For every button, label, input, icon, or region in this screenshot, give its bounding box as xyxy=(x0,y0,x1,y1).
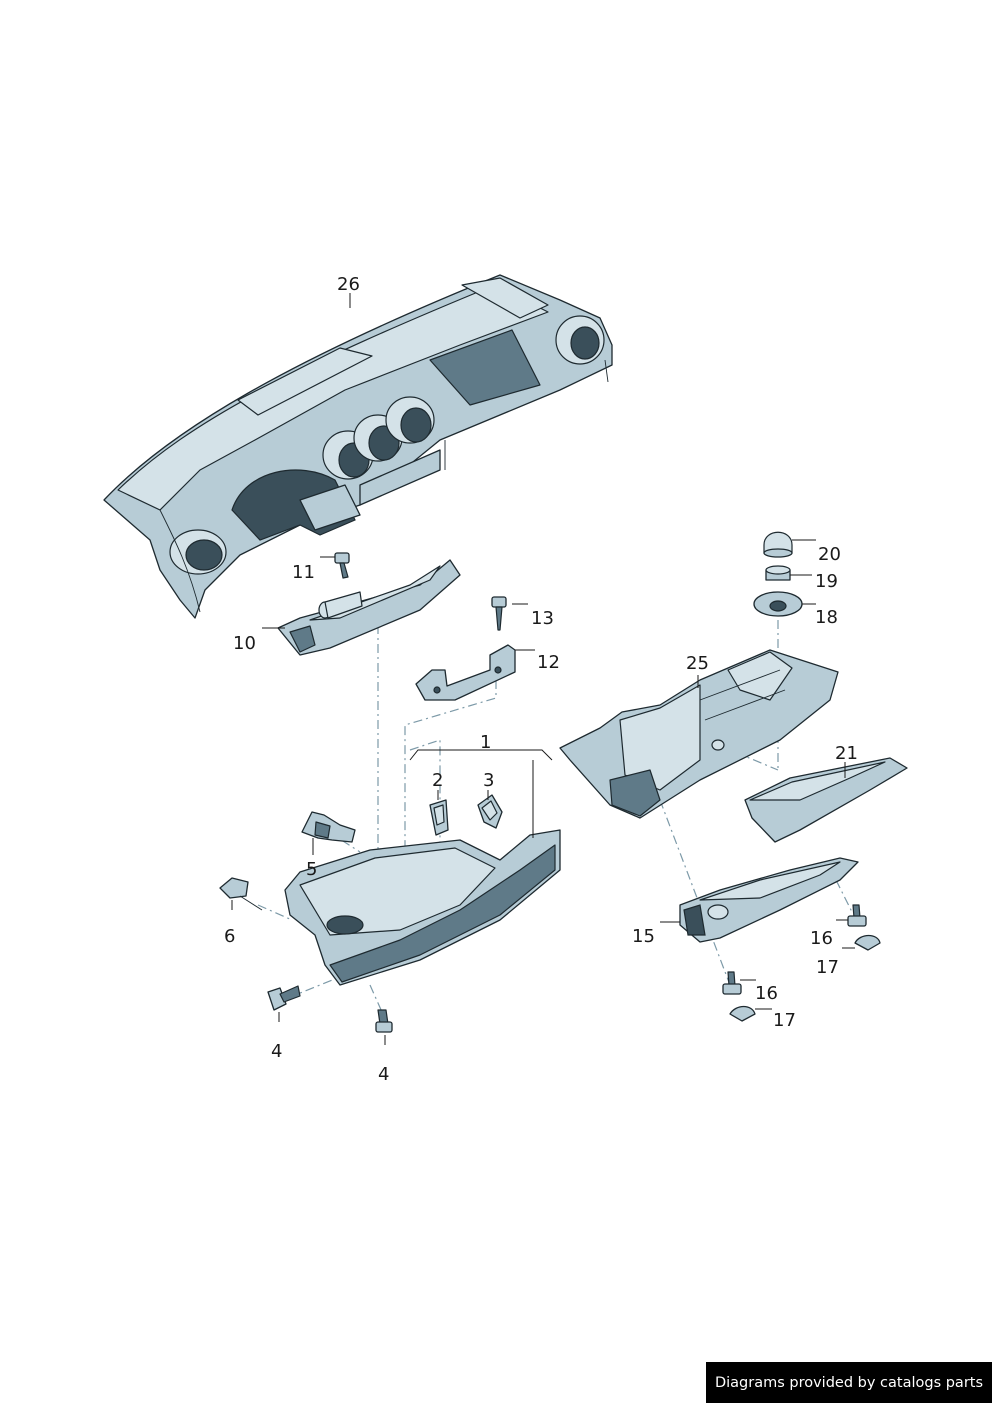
callout-15: 15 xyxy=(632,926,655,947)
callout-20: 20 xyxy=(818,544,841,565)
callout-1: 1 xyxy=(480,732,491,753)
dashboard-panel xyxy=(103,274,613,619)
damper-part-6 xyxy=(219,877,263,911)
glovebox-lid-part-1 xyxy=(284,829,561,986)
nut-part-19 xyxy=(765,565,791,581)
callout-2: 2 xyxy=(432,770,443,791)
callout-labels: 26 11 10 13 12 20 19 18 25 1 21 2 3 5 6 … xyxy=(224,274,858,1085)
callout-16-lower: 16 xyxy=(755,983,778,1004)
callout-17-right: 17 xyxy=(816,957,839,978)
glovebox-lid-part-15 xyxy=(679,857,859,943)
mounting-plate-part-12 xyxy=(415,644,516,701)
callout-18: 18 xyxy=(815,607,838,628)
callout-11: 11 xyxy=(292,562,315,583)
bolt-part-4-left xyxy=(267,985,301,1011)
leader-lines xyxy=(231,293,855,1045)
clip-part-2 xyxy=(429,799,449,836)
vent-ring-left xyxy=(169,529,227,575)
latch-part-5 xyxy=(301,811,356,843)
trim-strip-part-21 xyxy=(744,757,908,843)
callout-13: 13 xyxy=(531,608,554,629)
callout-6: 6 xyxy=(224,926,235,947)
clip-part-3 xyxy=(477,794,503,829)
glovebox-housing-part-25 xyxy=(559,649,839,819)
cap-part-20 xyxy=(763,531,793,558)
callout-17-lower: 17 xyxy=(773,1010,796,1031)
callout-16-right: 16 xyxy=(810,928,833,949)
callout-4-left: 4 xyxy=(271,1041,282,1062)
callout-12: 12 xyxy=(537,652,560,673)
callout-21: 21 xyxy=(835,743,858,764)
callout-10: 10 xyxy=(233,633,256,654)
callout-4-right: 4 xyxy=(378,1064,389,1085)
callout-25: 25 xyxy=(686,653,709,674)
grommet-part-17-right xyxy=(854,934,881,951)
center-vents xyxy=(322,396,435,480)
grommet-part-17-lower xyxy=(729,1005,756,1022)
callout-26: 26 xyxy=(337,274,360,295)
screw-part-13 xyxy=(491,596,507,631)
screw-part-16-lower xyxy=(722,971,742,995)
callout-19: 19 xyxy=(815,571,838,592)
bolt-part-4-right xyxy=(375,1009,393,1033)
bracket-part-10 xyxy=(277,559,461,656)
callout-3: 3 xyxy=(483,770,494,791)
screw-part-16-right xyxy=(847,904,867,927)
washer-part-18 xyxy=(753,591,803,617)
callout-5: 5 xyxy=(306,859,317,880)
screw-part-11 xyxy=(334,552,350,579)
vent-ring-right xyxy=(555,315,605,365)
attribution-text: Diagrams provided by catalogs parts xyxy=(714,1374,984,1391)
attribution-badge: Diagrams provided by catalogs parts xyxy=(706,1362,992,1403)
